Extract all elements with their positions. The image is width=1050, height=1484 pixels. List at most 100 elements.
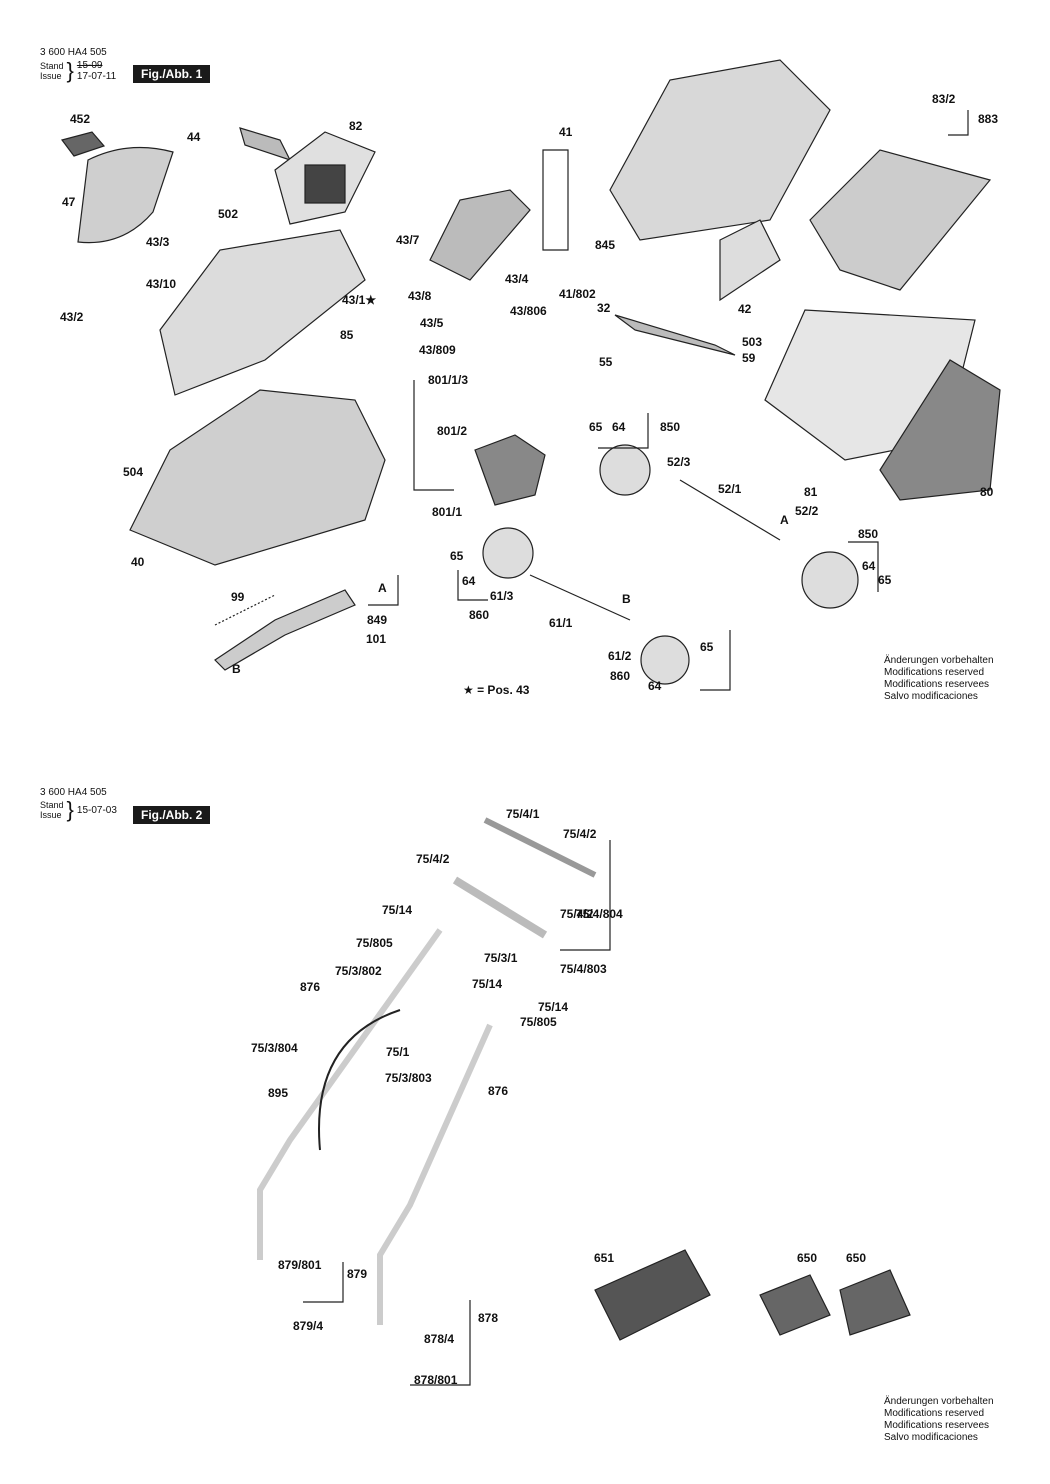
stand-label: Stand [40,61,64,71]
part-callout-label: 801/1/3 [428,373,468,387]
part-callout-label: 61/1 [549,616,573,630]
part-callout-label: 876 [488,1084,508,1098]
part-cap [60,131,106,157]
part-callout-label: 452 [70,112,90,126]
part-deck [609,59,831,241]
part-charger-651 [594,1249,711,1341]
part-callout-label: 61/3 [490,589,514,603]
note-line: Salvo modificaciones [884,691,978,702]
part-tube-left [257,928,443,1260]
part-callout-label: 65 [878,573,892,587]
note-line: Änderungen vorbehalten [884,1396,994,1407]
part-callout-label: 876 [300,980,320,994]
issue-date: 17-07-11 [76,71,117,82]
note-line: Modifications reservees [884,1420,990,1431]
part-callout-label: 860 [610,669,630,683]
brace-icon: } [66,58,74,83]
part-callout-label: 43/3 [146,235,170,249]
part-callout-label: 52/1 [718,482,742,496]
part-callout-label: 52/2 [795,504,819,518]
part-callout-label: 504 [123,465,143,479]
part-deflector-42 [719,219,781,302]
part-callout-label: 85 [340,328,354,342]
part-handle-bar [452,876,548,939]
part-callout-label: 878/4 [424,1332,454,1346]
notes-sheet1: Änderungen vorbehalten Modifications res… [884,655,994,703]
part-spring-99 [214,594,276,626]
part-callout-label: 801/2 [437,424,467,438]
part-callout-label: 75/14 [472,977,502,991]
figure-label: Fig./Abb. 2 [133,806,211,824]
part-callout-label: 845 [595,238,615,252]
note-line: Salvo modificaciones [884,1432,978,1443]
part-callout-label: 75/3/1 [484,951,518,965]
part-callout-label: 64 [648,679,662,693]
part-wheel [640,635,690,685]
part-callout-label: 849 [367,613,387,627]
part-callout-label: 651 [594,1251,614,1265]
part-callout-label: 47 [62,195,76,209]
part-callout-label: 75/805 [520,1015,557,1029]
part-handle-top [483,817,597,878]
part-cable [318,1009,401,1151]
part-callout-label: 502 [218,207,238,221]
part-lever-849 [214,589,356,671]
note-line: Modifications reserved [884,667,985,678]
part-callout-label: 83/2 [932,92,956,106]
part-motor-cover [429,189,531,281]
part-callout-label: 41 [559,125,573,139]
part-callout-label: 75/4/2 [563,827,597,841]
part-callout-label: 75/3/802 [335,964,382,978]
part-callout-label: 43/8 [408,289,432,303]
part-callout-label: 879/4 [293,1319,323,1333]
part-callout-label: 42 [738,302,752,316]
part-callout-label: 43/1★ [342,293,376,307]
part-callout-label: 650 [846,1251,866,1265]
part-callout-label: 101 [366,632,386,646]
part-callout-label: 878/801 [414,1373,458,1387]
part-housing-40 [129,389,386,566]
part-bag-handle [809,149,992,291]
part-callout-label: 801/1 [432,505,462,519]
part-wheel [801,551,859,609]
part-callout-label: 65 [589,420,603,434]
part-callout-label: 75/3/804 [251,1041,298,1055]
pos-note: ★ = Pos. 43 [463,683,530,697]
part-axle-61-1 [529,574,631,621]
part-callout-label: B [622,592,631,606]
part-tube-right [377,1023,493,1325]
part-callout-label: 75/1 [386,1045,410,1059]
part-callout-label: 883 [978,112,998,126]
part-callout-label: 44 [187,130,201,144]
part-callout-label: 64 [862,559,876,573]
part-callout-label: 41/802 [559,287,596,301]
part-callout-label: A [780,513,789,527]
part-callout-label: 43/806 [510,304,547,318]
part-cover-47 [77,146,174,244]
part-callout-label: 55 [599,355,613,369]
part-callout-label: 61/2 [608,649,632,663]
part-wheel [482,527,534,579]
part-callout-label: 43/10 [146,277,176,291]
part-axle-52-1 [679,479,781,541]
part-callout-label: 52/3 [667,455,691,469]
part-callout-label: 850 [660,420,680,434]
part-callout-label: 75/805 [356,936,393,950]
part-handle-44 [239,127,292,162]
issue-label: Issue [40,810,62,820]
part-callout-label: 895 [268,1086,288,1100]
part-callout-label: 64 [462,574,476,588]
part-callout-label: B [232,662,241,676]
part-callout-label: 75/4/1 [506,807,540,821]
part-callout-label: 82 [349,119,363,133]
part-callout-label: 75/14 [538,1000,568,1014]
part-callout-label: 80 [980,485,994,499]
note-line: Modifications reserved [884,1408,985,1419]
brace-icon: } [66,797,74,822]
note-line: Änderungen vorbehalten [884,655,994,666]
part-callout-label: 99 [231,590,245,604]
